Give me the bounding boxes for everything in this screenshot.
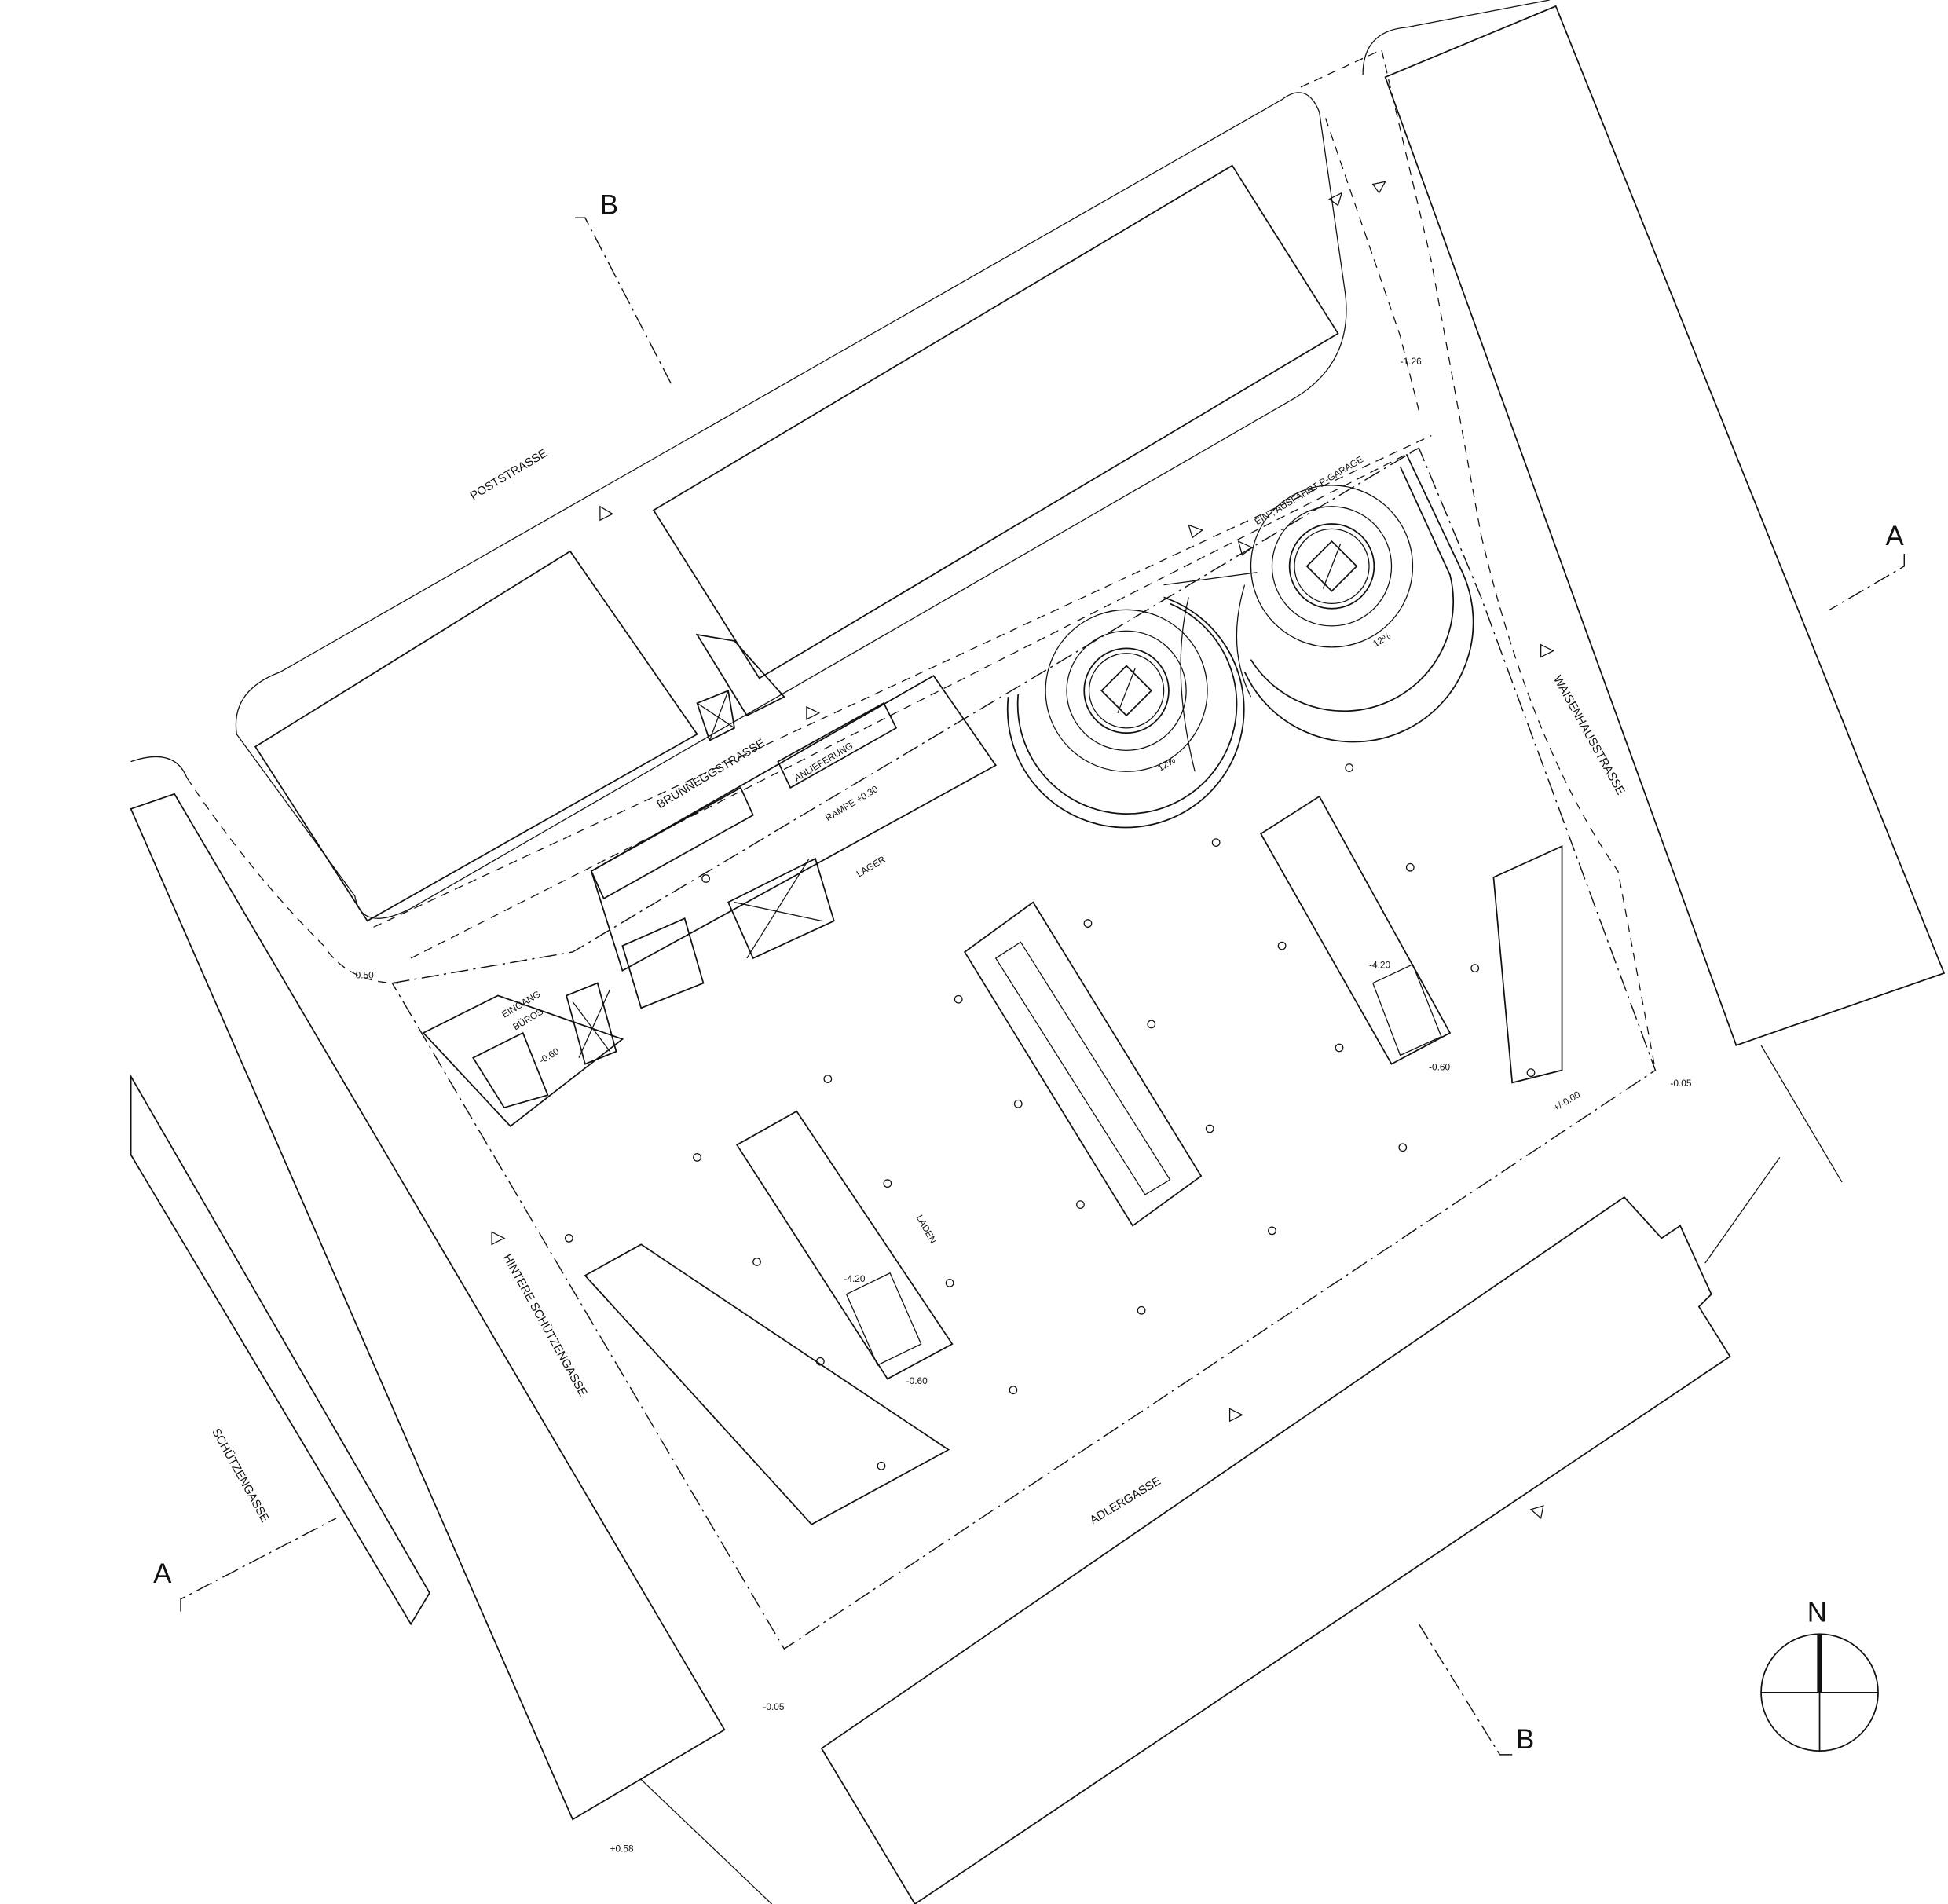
service-area bbox=[422, 675, 997, 1127]
stair-right bbox=[1371, 963, 1442, 1056]
label-anlieferung: ANLIEFERUNG bbox=[793, 740, 855, 784]
compass-north-label: N bbox=[1807, 1597, 1827, 1628]
level-entrance: -0.60 bbox=[537, 1045, 562, 1066]
label-ramp-slope-2: 12% bbox=[1371, 630, 1393, 649]
building-northwest bbox=[254, 550, 698, 922]
level-stair-right-bottom: -0.60 bbox=[1429, 1062, 1450, 1073]
street-curbs bbox=[130, 0, 1843, 1904]
stair-poststrasse bbox=[695, 633, 785, 741]
site-boundary bbox=[391, 447, 1657, 1650]
building-inner-east bbox=[1492, 844, 1563, 1084]
building-courtyard bbox=[584, 1243, 950, 1525]
shop-interior bbox=[564, 763, 1536, 1470]
building-east bbox=[1384, 5, 1946, 1046]
buildings bbox=[130, 5, 1946, 1904]
garage-ramp-2 bbox=[1163, 453, 1474, 772]
level-south-corner: -0.05 bbox=[763, 1701, 784, 1712]
section-a-left: A bbox=[153, 1558, 172, 1589]
street-schuetzengasse: SCHÜTZENGASSE bbox=[209, 1426, 273, 1525]
building-north bbox=[652, 164, 1339, 679]
street-hintere-schuetzengasse: HINTERE SCHÜTZENGASSE bbox=[500, 1251, 591, 1398]
label-lager: LAGER bbox=[855, 854, 888, 880]
street-adlergasse: ADLERGASSE bbox=[1088, 1474, 1163, 1527]
level-stair-right-top: -4.20 bbox=[1369, 960, 1390, 971]
street-brunneggstrasse: BRUNNEGGSTRASSE bbox=[654, 737, 767, 812]
label-ramp-slope-1: 12% bbox=[1155, 754, 1177, 773]
street-waisenhausstrasse: WAISENHAUSSTRASSE bbox=[1551, 673, 1628, 797]
level-top-corner: -1.26 bbox=[1401, 356, 1422, 367]
section-b-bottom: B bbox=[1516, 1724, 1534, 1755]
level-east-corner: -0.05 bbox=[1670, 1078, 1691, 1089]
level-zero: +/-0.00 bbox=[1551, 1089, 1583, 1113]
label-rampe: RAMPE +0.30 bbox=[823, 783, 880, 823]
section-a-right: A bbox=[1886, 521, 1905, 551]
building-west bbox=[130, 793, 726, 1821]
level-south-west: +0.58 bbox=[610, 1843, 634, 1854]
building-southwest-strip bbox=[130, 1074, 430, 1626]
stair-left bbox=[845, 1272, 922, 1366]
level-west-corner: -0.50 bbox=[353, 969, 374, 980]
garage-ramp-1 bbox=[1006, 596, 1245, 829]
level-stair-left-bottom: -0.60 bbox=[906, 1375, 928, 1386]
label-laden: LADEN bbox=[914, 1213, 939, 1245]
north-compass: N bbox=[1760, 1597, 1879, 1752]
traffic-arrows bbox=[491, 181, 1554, 1520]
section-b-top: B bbox=[600, 190, 618, 221]
level-stair-left-top: -4.20 bbox=[844, 1273, 865, 1284]
street-poststrasse: POSTSTRASSE bbox=[468, 446, 550, 503]
building-south bbox=[820, 1195, 1731, 1904]
section-lines bbox=[180, 217, 1905, 1756]
